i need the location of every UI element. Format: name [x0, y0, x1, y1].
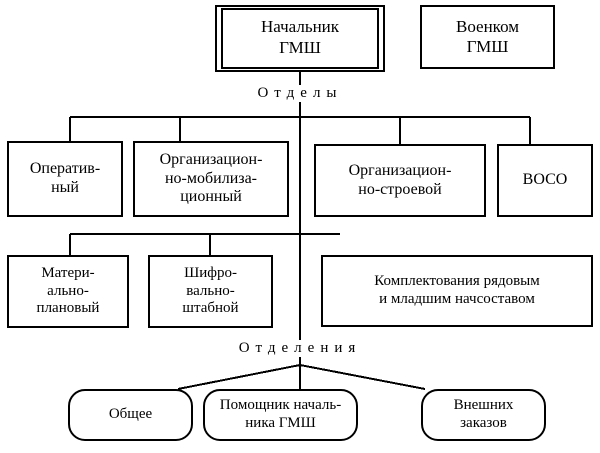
- node-material-planning-label: Матери- ально- плановый: [36, 264, 100, 317]
- node-cipher-staff-label: Шифро- вально- штабной: [182, 264, 239, 317]
- node-assistant-chief-label: Помощник началь- ника ГМШ: [219, 397, 342, 431]
- node-org-construction-label: Организацион- но-строевой: [348, 161, 452, 198]
- diagonal-left: [177, 364, 301, 390]
- node-general-label: Общее: [108, 406, 153, 423]
- node-recruitment-label: Комплектования рядовым и младшим начсост…: [374, 273, 540, 307]
- node-org-mobilization-label: Организацион- но-мобилиза- ционный: [159, 150, 263, 206]
- section-label-departments-text: Отделы: [255, 85, 345, 102]
- section-label-departments: Отделы: [190, 85, 410, 102]
- diagonal-right: [299, 364, 426, 390]
- node-general[interactable]: Общее: [68, 389, 193, 441]
- node-recruitment[interactable]: Комплектования рядовым и младшим начсост…: [321, 255, 593, 327]
- node-operational[interactable]: Оператив- ный: [7, 141, 123, 217]
- node-assistant-chief[interactable]: Помощник началь- ника ГМШ: [203, 389, 358, 441]
- section-label-subdivisions: Отделения: [185, 340, 415, 357]
- node-org-construction[interactable]: Организацион- но-строевой: [314, 144, 486, 217]
- node-material-planning[interactable]: Матери- ально- плановый: [7, 255, 129, 328]
- node-cipher-staff[interactable]: Шифро- вально- штабной: [148, 255, 273, 328]
- node-org-mobilization[interactable]: Организацион- но-мобилиза- ционный: [133, 141, 289, 217]
- node-voso-label: ВОСО: [522, 171, 568, 189]
- node-commissar[interactable]: Военком ГМШ: [420, 5, 555, 69]
- node-chief-label: Начальник ГМШ: [221, 8, 379, 69]
- node-operational-label: Оператив- ный: [29, 160, 101, 196]
- node-voso[interactable]: ВОСО: [497, 144, 593, 217]
- node-external-orders-label: Внешних заказов: [453, 397, 514, 431]
- node-commissar-label: Военком ГМШ: [455, 16, 520, 56]
- node-external-orders[interactable]: Внешних заказов: [421, 389, 546, 441]
- section-label-subdivisions-text: Отделения: [236, 340, 364, 357]
- node-chief[interactable]: Начальник ГМШ: [215, 5, 385, 72]
